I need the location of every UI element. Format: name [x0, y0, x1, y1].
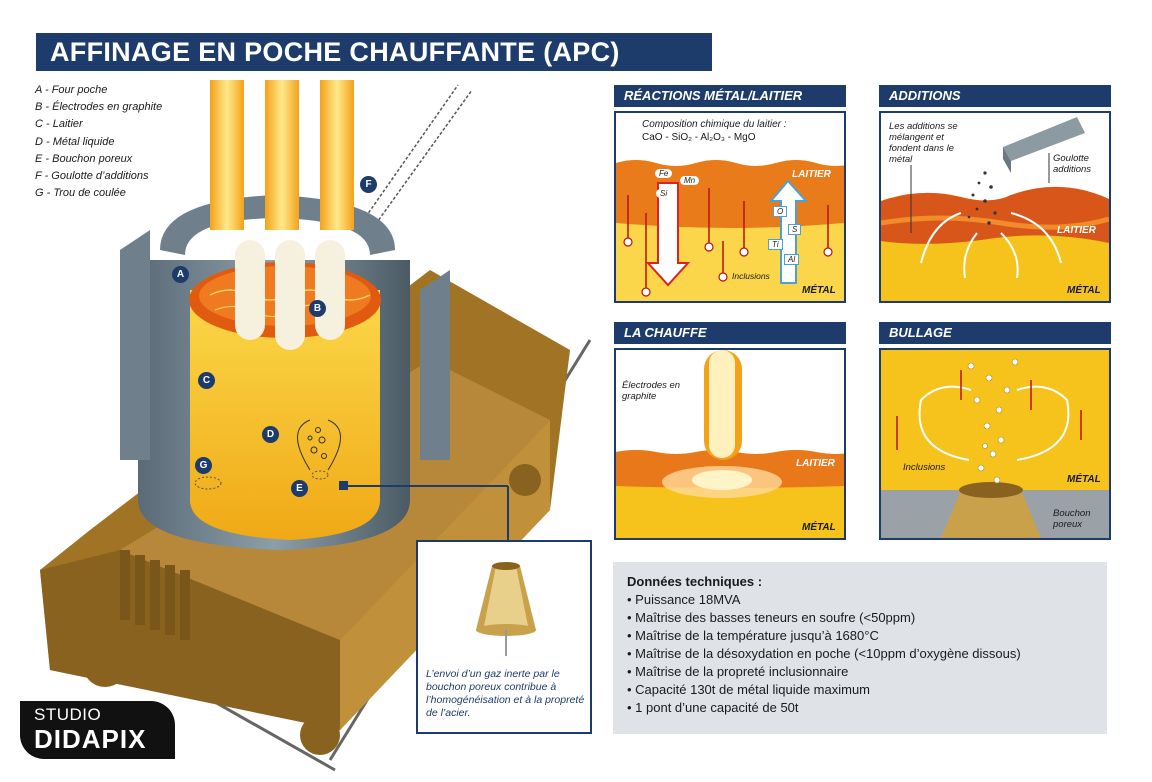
technical-data-box: Données techniques : Puissance 18MVA Maî…	[613, 562, 1107, 734]
chauffe-metal-label: MÉTAL	[802, 522, 836, 533]
additions-goulotte-label: Goulotte additions	[1053, 153, 1092, 175]
badge-f: F	[360, 176, 377, 193]
technical-data-item: Maîtrise de la propreté inclusionnaire	[627, 663, 1093, 681]
element-s: S	[788, 224, 802, 235]
badge-c: C	[198, 372, 215, 389]
studio-didapix-logo: STUDIO DIDAPIX	[20, 701, 175, 759]
element-o: O	[773, 206, 788, 217]
chauffe-electrodes-label: Électrodes en graphite	[622, 380, 681, 402]
badge-e: E	[291, 480, 308, 497]
legend-item-e: E - Bouchon poreux	[35, 152, 133, 165]
porous-plug-icon	[476, 562, 536, 656]
element-si: Si	[656, 189, 672, 198]
panel-reactions-title: RÉACTIONS MÉTAL/LAITIER	[614, 85, 846, 107]
additions-note: Les additions se mélangent et fondent da…	[889, 121, 958, 165]
panel-additions: ADDITIONS Les additions se mélangent et …	[879, 85, 1111, 303]
technical-data-item: Capacité 130t de métal liquide maximum	[627, 681, 1093, 699]
panel-chauffe: LA CHAUFFE Électrodes en graphite LAITIE…	[614, 322, 846, 540]
badge-a: A	[172, 266, 189, 283]
technical-data-item: Maîtrise de la température jusqu’à 1680°…	[627, 627, 1093, 645]
badge-b: B	[309, 300, 326, 317]
reactions-laitier-label: LAITIER	[792, 169, 831, 180]
reactions-formula: CaO - SiO₂ - Al₂O₃ - MgO	[642, 132, 756, 143]
badge-g: G	[195, 457, 212, 474]
technical-data-heading: Données techniques :	[627, 574, 763, 589]
element-ti: Ti	[768, 239, 783, 250]
logo-line1: STUDIO	[34, 705, 102, 724]
element-al: Al	[784, 254, 800, 265]
badge-d: D	[262, 426, 279, 443]
reactions-composition-label: Composition chimique du laitier :	[642, 119, 787, 130]
reactions-inclusions-label: Inclusions	[732, 271, 770, 281]
panel-chauffe-title: LA CHAUFFE	[614, 322, 846, 344]
additions-laitier-label: LAITIER	[1057, 225, 1096, 236]
element-mn: Mn	[680, 176, 700, 185]
legend-list: A - Four poche B - Électrodes en graphit…	[35, 82, 162, 202]
chauffe-laitier-label: LAITIER	[796, 458, 835, 469]
reactions-metal-label: MÉTAL	[802, 285, 836, 296]
technical-data-list: Puissance 18MVA Maîtrise des basses tene…	[627, 591, 1093, 717]
legend-item-b: B - Électrodes en graphite	[35, 101, 163, 114]
legend-item-g: G - Trou de coulée	[35, 187, 126, 200]
panel-reactions: RÉACTIONS MÉTAL/LAITIER Composition chim…	[614, 85, 846, 303]
callout-text: L’envoi d’un gaz inerte par le bouchon p…	[426, 668, 585, 719]
technical-data-item: Maîtrise de la désoxydation en poche (<1…	[627, 645, 1093, 663]
legend-item-d: D - Métal liquide	[35, 135, 115, 148]
technical-data-item: Puissance 18MVA	[627, 591, 1093, 609]
porous-plug-callout: L’envoi d’un gaz inerte par le bouchon p…	[416, 540, 592, 734]
element-fe: Fe	[655, 169, 673, 178]
bullage-metal-label: MÉTAL	[1067, 474, 1101, 485]
legend-item-a: A - Four poche	[35, 84, 108, 96]
bullage-bouchon-label: Bouchon poreux	[1053, 508, 1091, 530]
panel-bullage: BULLAGE Inclusions MÉTAL Bouchon poreux	[879, 322, 1111, 540]
bullage-inclusions-label: Inclusions	[903, 462, 946, 473]
legend-item-c: C - Laitier	[35, 118, 83, 131]
technical-data-item: 1 pont d’une capacité de 50t	[627, 699, 1093, 717]
additions-metal-label: MÉTAL	[1067, 285, 1101, 296]
panel-bullage-title: BULLAGE	[879, 322, 1111, 344]
page-title: AFFINAGE EN POCHE CHAUFFANTE (APC)	[36, 33, 712, 71]
technical-data-item: Maîtrise des basses teneurs en soufre (<…	[627, 609, 1093, 627]
panel-additions-title: ADDITIONS	[879, 85, 1111, 107]
logo-line2: DIDAPIX	[34, 724, 147, 754]
legend-item-f: F - Goulotte d’additions	[35, 170, 149, 183]
